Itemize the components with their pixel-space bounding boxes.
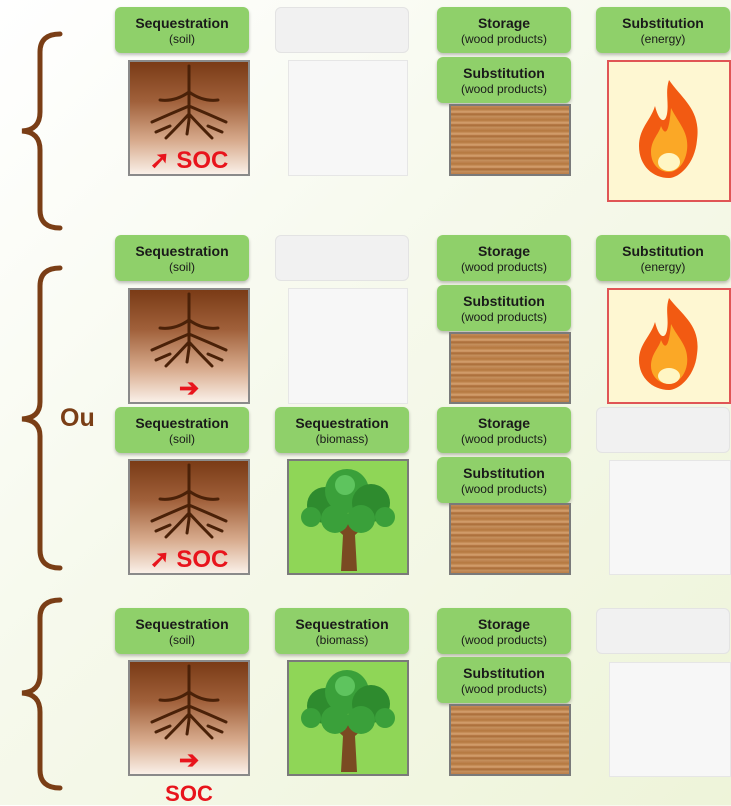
label-title: Sequestration <box>135 14 229 31</box>
label-title: Storage <box>477 615 531 632</box>
label-title: Sequestration <box>295 615 389 632</box>
soil-roots-image: ➔ <box>128 660 250 776</box>
brace-middle <box>21 265 63 571</box>
arrow-up-right-icon: ➚ <box>149 147 170 174</box>
label-subtitle: (wood products) <box>460 681 548 696</box>
label-title: Substitution <box>463 664 545 681</box>
empty-image <box>288 60 408 176</box>
label-subst-wood: Substitution (wood products) <box>437 657 571 703</box>
arrow-right-icon: ➔ <box>178 375 200 402</box>
brace-bottom <box>21 597 63 791</box>
fire-icon <box>639 298 698 390</box>
label-storage: Storage (wood products) <box>437 608 571 654</box>
soil-roots-image: ➚ SOC <box>128 459 250 575</box>
label-subtitle: (biomass) <box>315 431 369 446</box>
label-subtitle: (soil) <box>169 259 195 274</box>
label-subtitle: (wood products) <box>460 309 548 324</box>
label-storage: Storage (wood products) <box>437 235 571 281</box>
soil-roots-image: ➚ SOC <box>128 60 250 176</box>
label-subtitle: (soil) <box>169 31 195 46</box>
label-subst-wood: Substitution (wood products) <box>437 57 571 103</box>
label-title: Sequestration <box>135 242 229 259</box>
label-title: Substitution <box>463 464 545 481</box>
label-subtitle: (wood products) <box>460 431 548 446</box>
wood-plank-image <box>449 332 571 404</box>
label-subtitle: (wood products) <box>460 481 548 496</box>
label-storage: Storage (wood products) <box>437 7 571 53</box>
fire-image <box>607 60 731 202</box>
label-subst-wood: Substitution (wood products) <box>437 457 571 503</box>
tree-icon <box>301 670 395 772</box>
wood-plank-image <box>449 503 571 575</box>
label-empty <box>275 7 409 53</box>
label-title: Storage <box>477 14 531 31</box>
label-seq-soil: Sequestration (soil) <box>115 608 249 654</box>
tree-image <box>287 459 409 575</box>
roots-icon <box>150 292 228 368</box>
label-subtitle: (wood products) <box>460 259 548 274</box>
label-subtitle: (soil) <box>169 632 195 647</box>
empty-image <box>288 288 408 404</box>
label-subtitle: (energy) <box>640 259 686 274</box>
roots-icon <box>150 64 228 140</box>
fire-image <box>607 288 731 404</box>
label-empty <box>596 608 730 654</box>
label-title: Storage <box>477 242 531 259</box>
soc-text: SOC <box>176 546 229 573</box>
label-subtitle: (energy) <box>640 31 686 46</box>
soc-up-label: ➚ SOC <box>130 547 248 573</box>
label-subst-energy: Substitution (energy) <box>596 235 730 281</box>
label-seq-soil: Sequestration (soil) <box>115 7 249 53</box>
brace-top <box>21 31 63 231</box>
label-subtitle: (wood products) <box>460 632 548 647</box>
tree-image <box>287 660 409 776</box>
label-subtitle: (wood products) <box>460 31 548 46</box>
label-empty <box>596 407 730 453</box>
label-seq-biomass: Sequestration (biomass) <box>275 608 409 654</box>
empty-image <box>609 662 731 777</box>
or-label: Ou <box>60 404 95 432</box>
arrow-up-right-icon: ➚ <box>149 546 170 573</box>
label-storage: Storage (wood products) <box>437 407 571 453</box>
empty-image <box>609 460 731 575</box>
tree-icon <box>301 469 395 571</box>
soc-text: SOC <box>176 147 229 174</box>
label-title: Substitution <box>463 292 545 309</box>
label-seq-soil: Sequestration (soil) <box>115 407 249 453</box>
label-title: Substitution <box>622 14 704 31</box>
soil-roots-image: ➔ <box>128 288 250 404</box>
soc-up-label: ➚ SOC <box>130 148 248 174</box>
roots-icon <box>150 664 228 740</box>
label-title: Sequestration <box>135 414 229 431</box>
soc-flat-label: SOC <box>165 781 213 806</box>
label-subtitle: (wood products) <box>460 81 548 96</box>
label-seq-soil: Sequestration (soil) <box>115 235 249 281</box>
label-title: Substitution <box>463 64 545 81</box>
label-subst-wood: Substitution (wood products) <box>437 285 571 331</box>
roots-icon <box>150 463 228 539</box>
label-subtitle: (biomass) <box>315 632 369 647</box>
arrow-right-icon: ➔ <box>178 747 200 774</box>
label-title: Sequestration <box>135 615 229 632</box>
fire-icon <box>639 80 698 178</box>
wood-plank-image <box>449 104 571 176</box>
label-title: Substitution <box>622 242 704 259</box>
label-title: Sequestration <box>295 414 389 431</box>
wood-plank-image <box>449 704 571 776</box>
label-title: Storage <box>477 414 531 431</box>
label-subtitle: (soil) <box>169 431 195 446</box>
label-empty <box>275 235 409 281</box>
label-subst-energy: Substitution (energy) <box>596 7 730 53</box>
label-seq-biomass: Sequestration (biomass) <box>275 407 409 453</box>
